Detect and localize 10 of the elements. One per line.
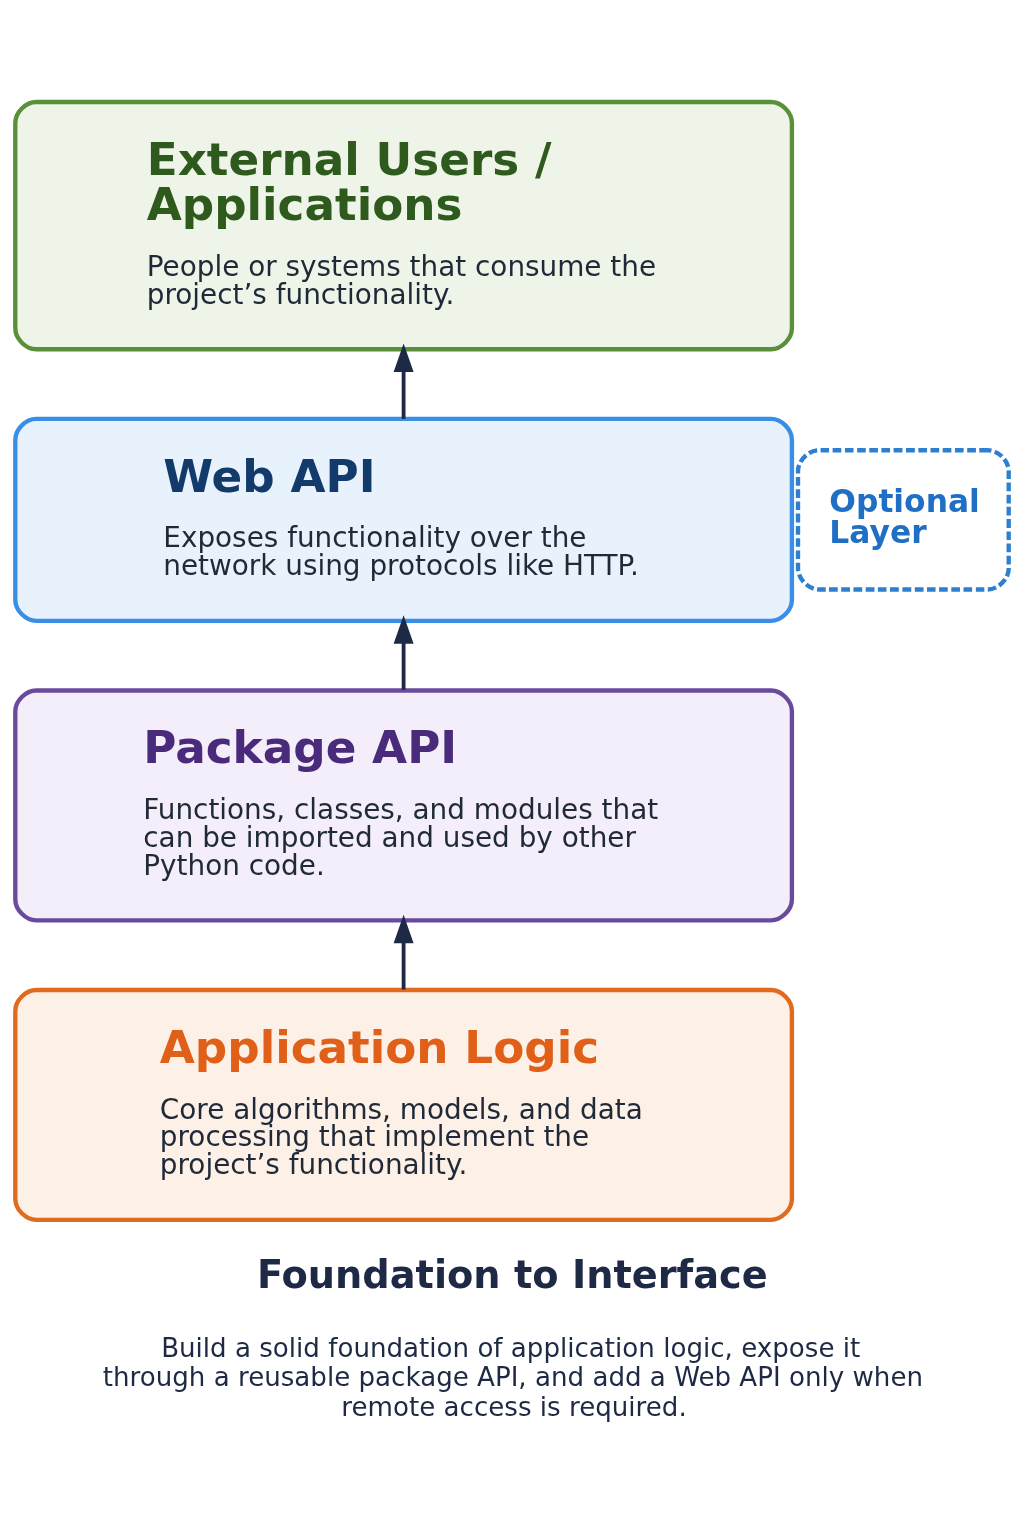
arrow — [393, 615, 414, 690]
node-box: Optional Layer — [795, 448, 1011, 592]
node-box: External Users / Applications People or systems that consume the project’s functionality. — [13, 99, 795, 352]
node-box: Package API Functions, classes, and modules that can be imported and used by other Python code. — [13, 688, 795, 923]
caption: Build a solid foundation of application logic, expose it through a reusable package API, and add a Web API only when remote access is required. — [102, 1332, 924, 1422]
arrow — [393, 343, 414, 419]
node-box: Web API Exposes functionality over the network using protocols like HTTP. — [13, 416, 795, 624]
node-box: Application Logic Core algorithms, models, and data processing that implement the project’s functionality. — [13, 987, 795, 1223]
diagram-title: Foundation to Interface — [256, 1251, 768, 1297]
arrow — [393, 914, 414, 990]
